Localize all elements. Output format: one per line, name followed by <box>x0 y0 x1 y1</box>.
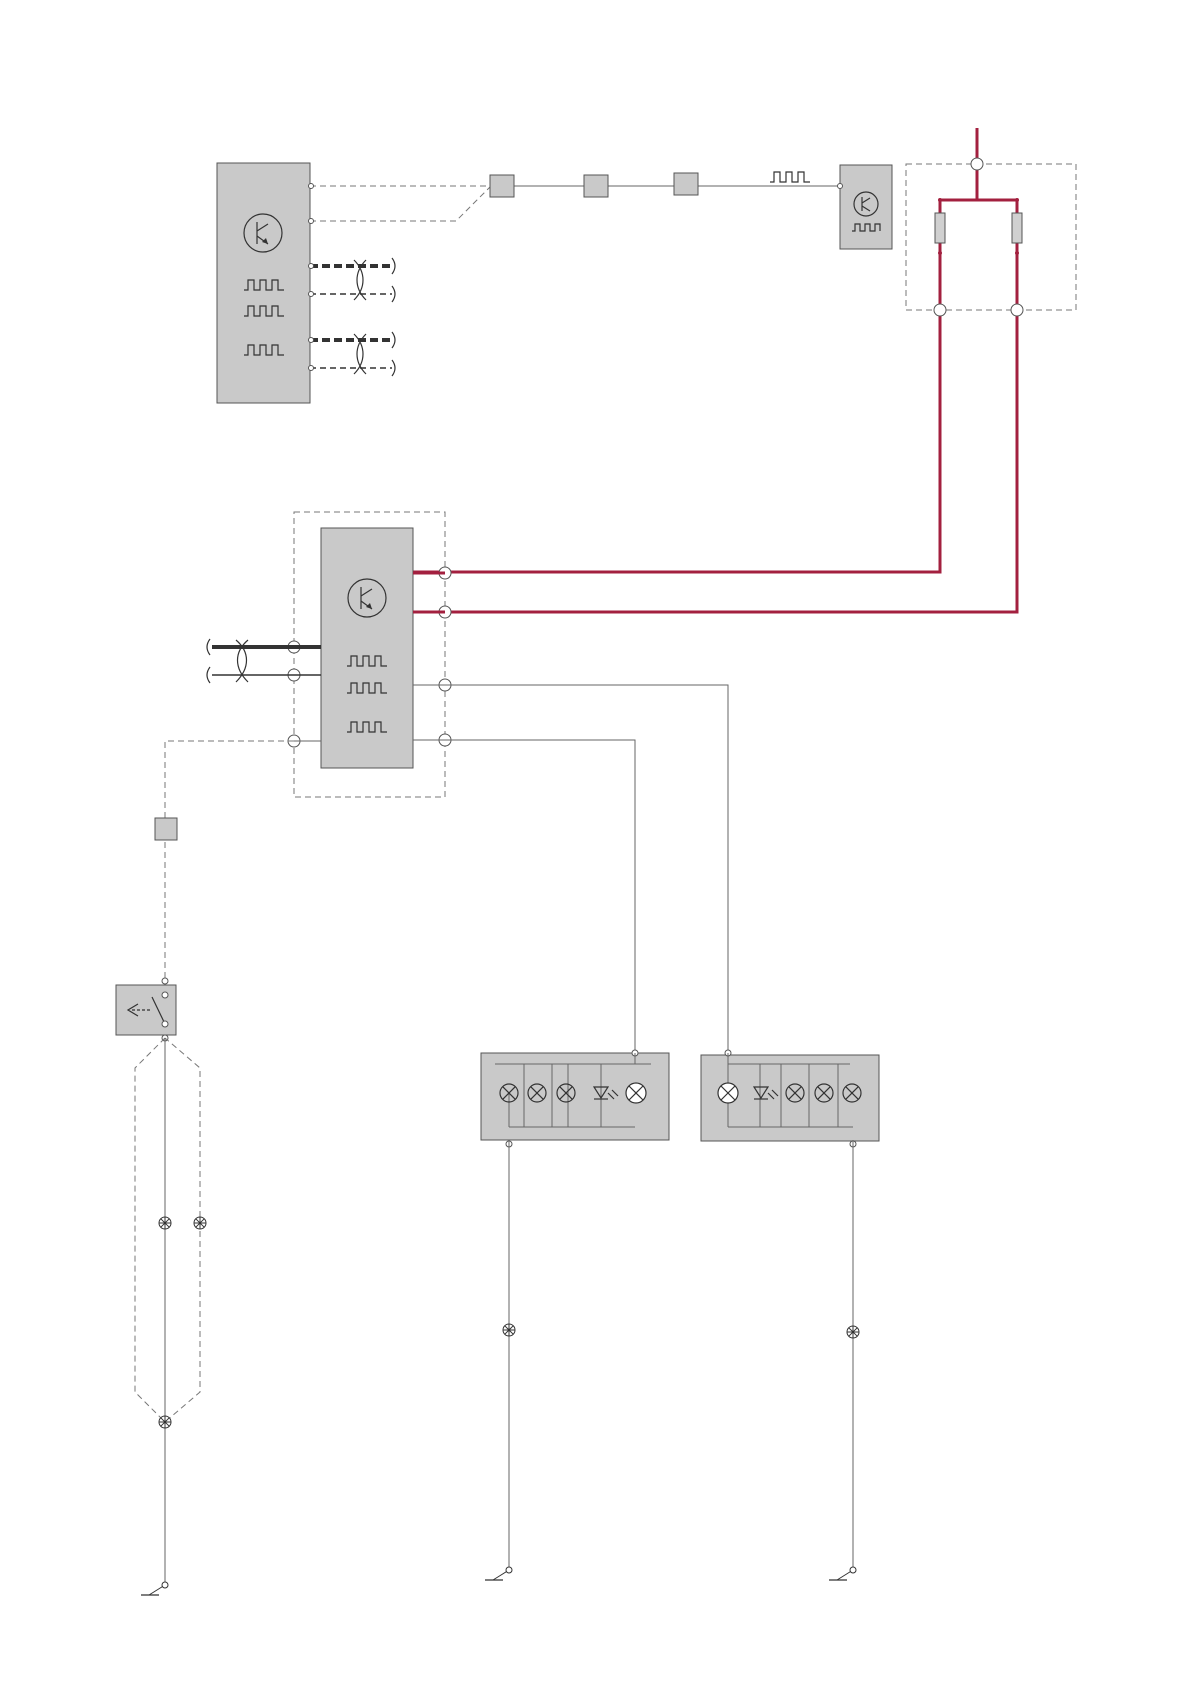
splice-point <box>159 1416 171 1428</box>
switch-unit <box>116 978 176 1041</box>
signal-wire-left-cluster <box>413 740 635 1053</box>
dashed-link-main <box>309 184 491 224</box>
connector <box>674 173 698 195</box>
harness-outline <box>135 1038 200 1422</box>
fuse <box>1012 213 1022 243</box>
lamp-icon <box>626 1083 646 1103</box>
ground-icon <box>485 1567 512 1580</box>
dashed-link-switch <box>165 741 294 982</box>
fuse-box <box>412 128 1076 612</box>
connector <box>155 818 177 840</box>
twisted-pair-bus-top <box>309 258 396 376</box>
fuse <box>935 213 945 243</box>
splice-point <box>194 1217 206 1229</box>
splice-point <box>159 1217 171 1229</box>
ground-icon <box>829 1567 856 1580</box>
twisted-pair-bus-center <box>207 639 321 683</box>
splice-point <box>847 1326 859 1338</box>
lamp-cluster-left <box>481 1050 669 1147</box>
control-module-center <box>288 512 451 797</box>
lamp-cluster-right <box>701 1050 879 1147</box>
lamp-icon <box>718 1083 738 1103</box>
connector <box>584 175 608 197</box>
pulse-icon <box>770 172 810 182</box>
splice-point <box>503 1324 515 1336</box>
control-module-remote <box>838 165 893 249</box>
connector <box>490 175 514 197</box>
ground-icon <box>141 1582 168 1595</box>
control-module-main <box>217 163 310 403</box>
